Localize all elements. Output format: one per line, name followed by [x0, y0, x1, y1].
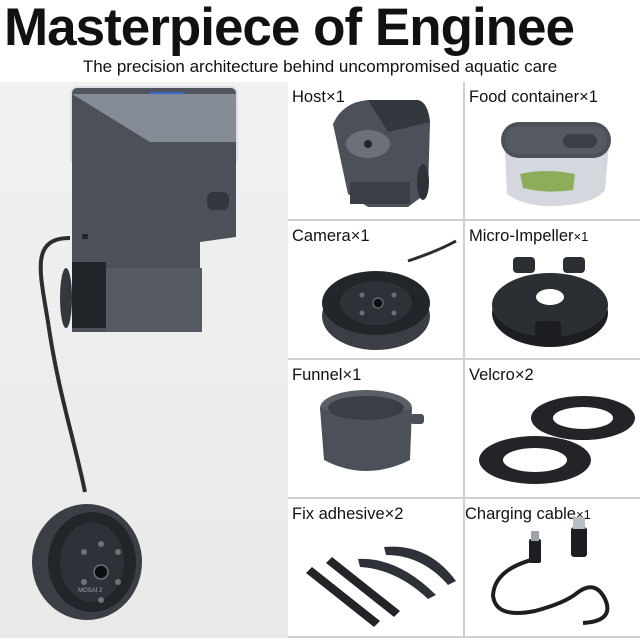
parts-grid: Host×1 Food container×1 Camera×1	[288, 82, 640, 638]
adhesive-strip-icon	[306, 546, 456, 627]
part-label: Fix adhesive×2	[292, 505, 404, 523]
part-funnel: Funnel×1	[288, 360, 463, 497]
part-label: Food container×1	[469, 88, 598, 106]
part-micro-impeller: Micro-Impeller×1	[465, 221, 640, 358]
cable-illustration	[38, 236, 87, 493]
part-host: Host×1	[288, 82, 463, 219]
feeder-host-illustration	[60, 86, 238, 332]
part-food-container: Food container×1	[465, 82, 640, 219]
camera-icon	[322, 239, 457, 350]
part-label: Velcro×2	[469, 366, 534, 384]
part-label: Funnel×1	[292, 366, 362, 384]
part-camera: Camera×1	[288, 221, 463, 358]
host-icon	[333, 100, 430, 207]
impeller-icon	[492, 257, 608, 347]
part-charging-cable: Charging cable×1	[465, 499, 640, 636]
food-container-icon	[501, 122, 611, 207]
device-brand-text: MOSAI 2	[78, 588, 103, 594]
part-velcro: Velcro×2	[465, 360, 640, 497]
velcro-icon	[479, 396, 635, 484]
page-subtitle: The precision architecture behind uncomp…	[82, 57, 558, 76]
part-label: Camera×1	[292, 227, 370, 245]
part-label: Micro-Impeller×1	[469, 227, 589, 245]
part-fix-adhesive: Fix adhesive×2	[288, 499, 463, 636]
part-label: Host×1	[292, 88, 345, 106]
usb-cable-icon	[490, 517, 610, 625]
camera-puck-illustration	[32, 504, 142, 620]
funnel-icon	[320, 390, 424, 471]
hero-product-image: MOSAI 2	[0, 82, 288, 638]
page-title: Masterpiece of Enginee	[4, 0, 575, 56]
